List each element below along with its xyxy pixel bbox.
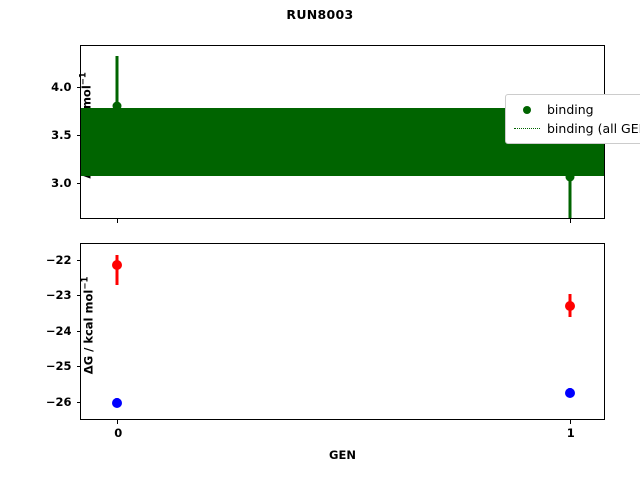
y-tick-label: −22: [46, 253, 72, 267]
y-tick-label: −24: [46, 324, 72, 338]
data-point-marker: [565, 173, 574, 182]
top-panel-axes: ΔΔG / kcal mol−1 3.03.54.0 bindingbindin…: [80, 45, 605, 219]
data-point-marker: [565, 301, 575, 311]
x-axis-label: GEN: [80, 448, 605, 462]
bottom-panel-axes: ΔG / kcal mol−1 −26−25−24−23−22 01 solve…: [80, 243, 605, 420]
x-tick: [570, 218, 571, 223]
x-tick: 1: [570, 419, 571, 424]
legend-dotted-line-icon: [514, 128, 540, 129]
top-legend-item: binding: [512, 100, 640, 119]
data-point-marker: [112, 398, 122, 408]
data-point-marker: [113, 101, 122, 110]
top-legend-item: binding (all GENS): [512, 119, 640, 138]
x-tick: 0: [117, 419, 118, 424]
y-tick-label: 4.0: [51, 80, 71, 94]
error-bar: [116, 56, 119, 177]
bottom-panel-plot-area: [81, 244, 604, 419]
top-panel-legend: binding binding (all GENS): [505, 94, 640, 144]
legend-circle-icon: [523, 106, 531, 114]
y-tick-label: −26: [46, 395, 72, 409]
page-title: RUN8003: [0, 7, 640, 22]
y-tick-label: −23: [46, 288, 72, 302]
y-tick-label: 3.5: [51, 128, 71, 142]
top-legend-label: binding (all GENS): [542, 121, 640, 136]
x-tick-label: 0: [98, 426, 138, 440]
top-legend-label: binding: [542, 102, 594, 117]
y-tick-label: −25: [46, 359, 72, 373]
data-point-marker: [565, 388, 575, 398]
x-tick-label: 1: [551, 426, 591, 440]
y-tick-label: 3.0: [51, 176, 71, 190]
data-point-marker: [112, 260, 122, 270]
x-tick: [117, 218, 118, 223]
